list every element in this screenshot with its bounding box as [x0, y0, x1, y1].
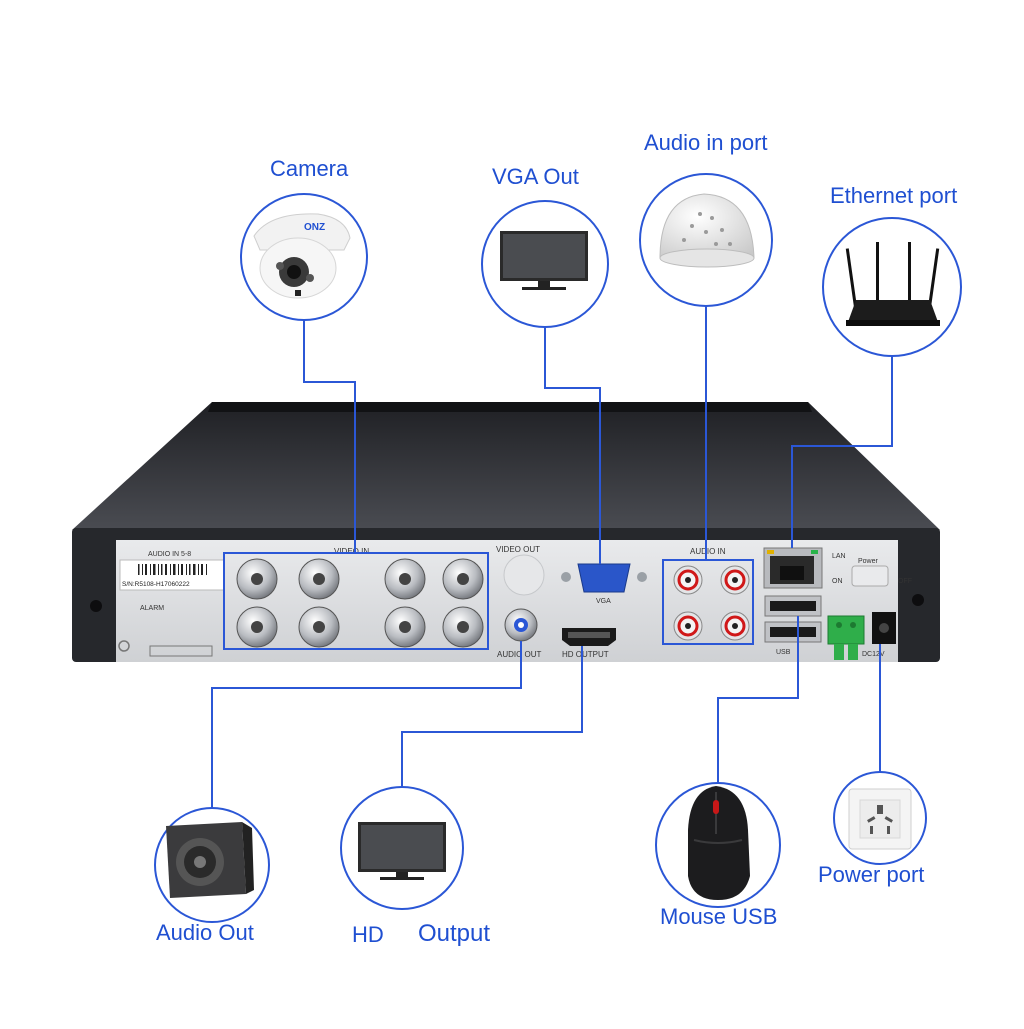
dvr-top-cover — [72, 402, 940, 530]
rca-connector[interactable] — [720, 611, 750, 641]
microphone-icon — [659, 193, 755, 268]
video-in-label: VIDEO IN — [334, 547, 369, 556]
hd-label: HD — [352, 922, 384, 947]
rca-connector[interactable] — [673, 611, 703, 641]
power-on-label: ON — [832, 578, 843, 585]
connector-lines — [211, 306, 893, 808]
alarm-terminal-strip — [149, 645, 213, 657]
bnc-connector[interactable] — [384, 606, 426, 648]
audio-in-callout — [639, 173, 773, 307]
power-port-label: Power port — [818, 862, 925, 887]
audio-out-label: Audio Out — [156, 920, 254, 945]
audio-in-5-8-label: AUDIO IN 5-8 — [148, 551, 191, 558]
mouse-usb-line — [717, 616, 799, 784]
ethernet-line — [791, 356, 893, 548]
ethernet-callout — [822, 217, 962, 357]
camera-brand-label: ONZ — [304, 222, 325, 233]
mouse-usb-label: Mouse USB — [660, 904, 778, 929]
camera-icon — [253, 213, 351, 299]
mount-screw-left — [90, 600, 102, 612]
vga-port[interactable] — [561, 563, 647, 593]
video-in-block: VIDEO IN — [223, 547, 489, 650]
usb-port-lower[interactable] — [764, 621, 822, 643]
audio-in-label: AUDIO IN — [690, 547, 726, 556]
audio-in-block: AUDIO IN — [662, 547, 754, 645]
rca-connector[interactable] — [720, 565, 750, 595]
hd-output-callout — [340, 786, 464, 910]
audio-out-callout — [154, 807, 270, 923]
vga-line — [544, 328, 601, 564]
terminal-block[interactable] — [827, 615, 865, 660]
power-switch[interactable] — [851, 565, 889, 587]
dvr-top-edge — [208, 402, 812, 412]
vga-callout — [481, 200, 609, 328]
mouse-usb-callout — [655, 782, 781, 908]
speaker-icon — [166, 822, 254, 898]
monitor-icon — [358, 822, 446, 880]
usb-label: USB — [776, 649, 791, 656]
power-off-label: OFF — [898, 578, 912, 585]
barcode — [138, 564, 207, 575]
bnc-connector[interactable] — [236, 558, 278, 600]
video-out-blank — [503, 554, 545, 596]
mount-screw-right — [912, 594, 924, 606]
vga-out-label: VGA Out — [492, 164, 579, 189]
power-switch-label: Power — [858, 558, 879, 565]
alarm-label: ALARM — [140, 605, 164, 612]
power-outlet-icon — [848, 788, 912, 850]
dc-power-jack[interactable] — [872, 612, 896, 644]
router-icon — [845, 242, 940, 326]
video-out-label: VIDEO OUT — [496, 545, 540, 554]
bnc-connector[interactable] — [442, 606, 484, 648]
audio-in-highlight — [662, 559, 754, 645]
power-callout — [833, 771, 927, 865]
audio-in-port-label: Audio in port — [644, 130, 768, 155]
dc12v-label: DC12V — [862, 651, 885, 658]
monitor-icon — [500, 231, 588, 290]
dvr-unit: S/N:R5108-H17060222 AUDIO IN 5-8 ALARM V… — [72, 402, 940, 662]
bnc-connector[interactable] — [236, 606, 278, 648]
ethernet-port-label: Ethernet port — [830, 183, 958, 208]
audio-out-connector[interactable] — [504, 608, 538, 642]
rca-connector[interactable] — [673, 565, 703, 595]
bnc-connector[interactable] — [298, 606, 340, 648]
camera-line — [303, 320, 356, 553]
audio-out-label: AUDIO OUT — [497, 650, 542, 659]
ground-screw — [118, 640, 130, 652]
mouse-icon — [688, 786, 750, 900]
camera-label: Camera — [270, 156, 349, 181]
output-label: Output — [418, 920, 491, 947]
vga-label: VGA — [596, 598, 611, 605]
bnc-connector[interactable] — [298, 558, 340, 600]
hd-output-label: HD OUTPUT — [562, 650, 609, 659]
lan-label: LAN — [832, 553, 846, 560]
audio-out-line — [211, 641, 522, 808]
ethernet-callout-ring — [822, 217, 962, 357]
serial-number-label: S/N:R5108-H17060222 — [122, 581, 190, 588]
hd-output-line — [401, 646, 583, 788]
usb-port-upper[interactable] — [764, 595, 822, 617]
bnc-connector[interactable] — [384, 558, 426, 600]
camera-callout: ONZ — [240, 193, 368, 321]
bnc-connector[interactable] — [442, 558, 484, 600]
hdmi-port[interactable] — [562, 628, 616, 646]
lan-port[interactable] — [763, 547, 823, 589]
